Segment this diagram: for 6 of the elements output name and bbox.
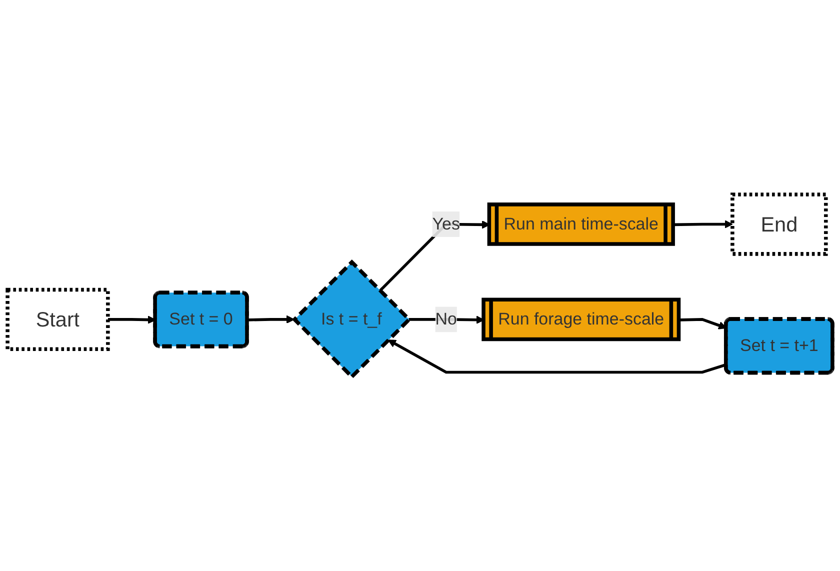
edge-label: No <box>435 309 457 328</box>
node-box: End <box>730 192 828 256</box>
arrow <box>247 315 294 324</box>
node-diamond: Is t = t_f <box>292 259 412 380</box>
node-box: Start <box>6 288 110 351</box>
edge-label: Yes <box>432 214 460 234</box>
